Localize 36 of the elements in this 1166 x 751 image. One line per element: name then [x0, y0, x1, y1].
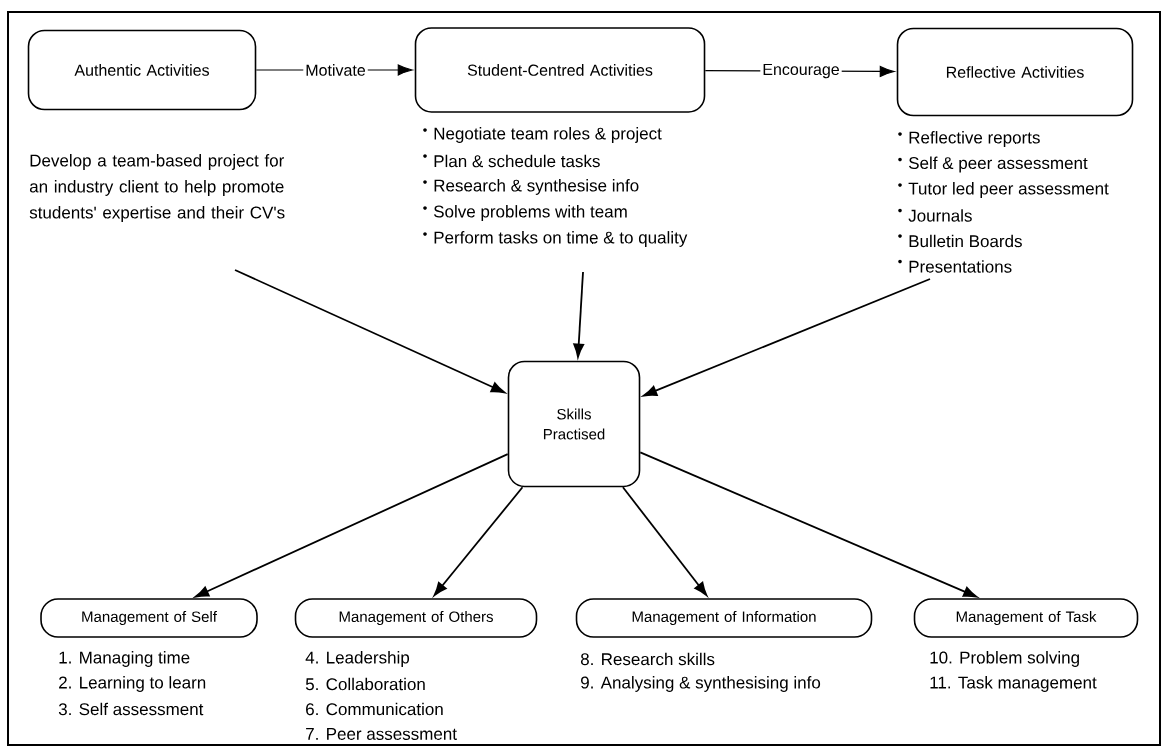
bullet-item: Journals — [908, 209, 972, 222]
activity-box: Student-Centred Activities — [414, 27, 706, 113]
arrow — [639, 451, 978, 598]
list-item: 7. Peer assessment — [306, 728, 457, 740]
list-item: 1. Managing time — [59, 651, 190, 667]
arrow — [622, 486, 708, 596]
arrow — [643, 278, 931, 397]
list-item: 11. Task management — [930, 676, 1097, 692]
bullet-item: Tutor led peer assessment — [908, 182, 1109, 198]
list-item: 8. Research skills — [580, 652, 715, 666]
activity-box: Reflective Activities — [896, 27, 1134, 117]
list-item: 2. Learning to learn — [59, 676, 206, 692]
bullet-item: Solve problems with team — [434, 205, 627, 221]
skills-box: Skills Practised — [507, 360, 641, 488]
list-item: 3. Self assessment — [58, 702, 204, 716]
bullet-item: Research & synthesise info — [434, 179, 639, 195]
description-text: Develop a team-based project for an industry client to help promote students' expertise and their CV's — [29, 154, 285, 222]
edge-label: Motivate — [303, 62, 368, 78]
bullet-item: Reflective reports — [909, 131, 1040, 147]
list-item: 4. Leadership — [305, 651, 410, 667]
bullet-item: Bulletin Boards — [909, 234, 1022, 248]
bullet-item: Self & peer assessment — [909, 156, 1088, 173]
list-item: 9. Analysing & synthesising info — [581, 676, 821, 692]
bullet-item: Negotiate team roles & project — [434, 127, 662, 143]
arrow — [573, 271, 585, 358]
activity-box: Authentic Activities — [27, 29, 257, 111]
list-item: 5. Collaboration — [305, 677, 425, 691]
edge-label: Encourage — [760, 61, 842, 81]
arrow — [194, 453, 509, 598]
bullet-item: Perform tasks on time & to quality — [434, 231, 688, 247]
arrow — [234, 269, 506, 394]
list-item: 6. Communication — [306, 702, 443, 716]
bullet-item: Plan & schedule tasks — [434, 154, 600, 168]
bullet-item: Presentations — [909, 260, 1012, 273]
list-item: 10. Problem solving — [930, 651, 1079, 667]
arrow — [433, 486, 524, 597]
